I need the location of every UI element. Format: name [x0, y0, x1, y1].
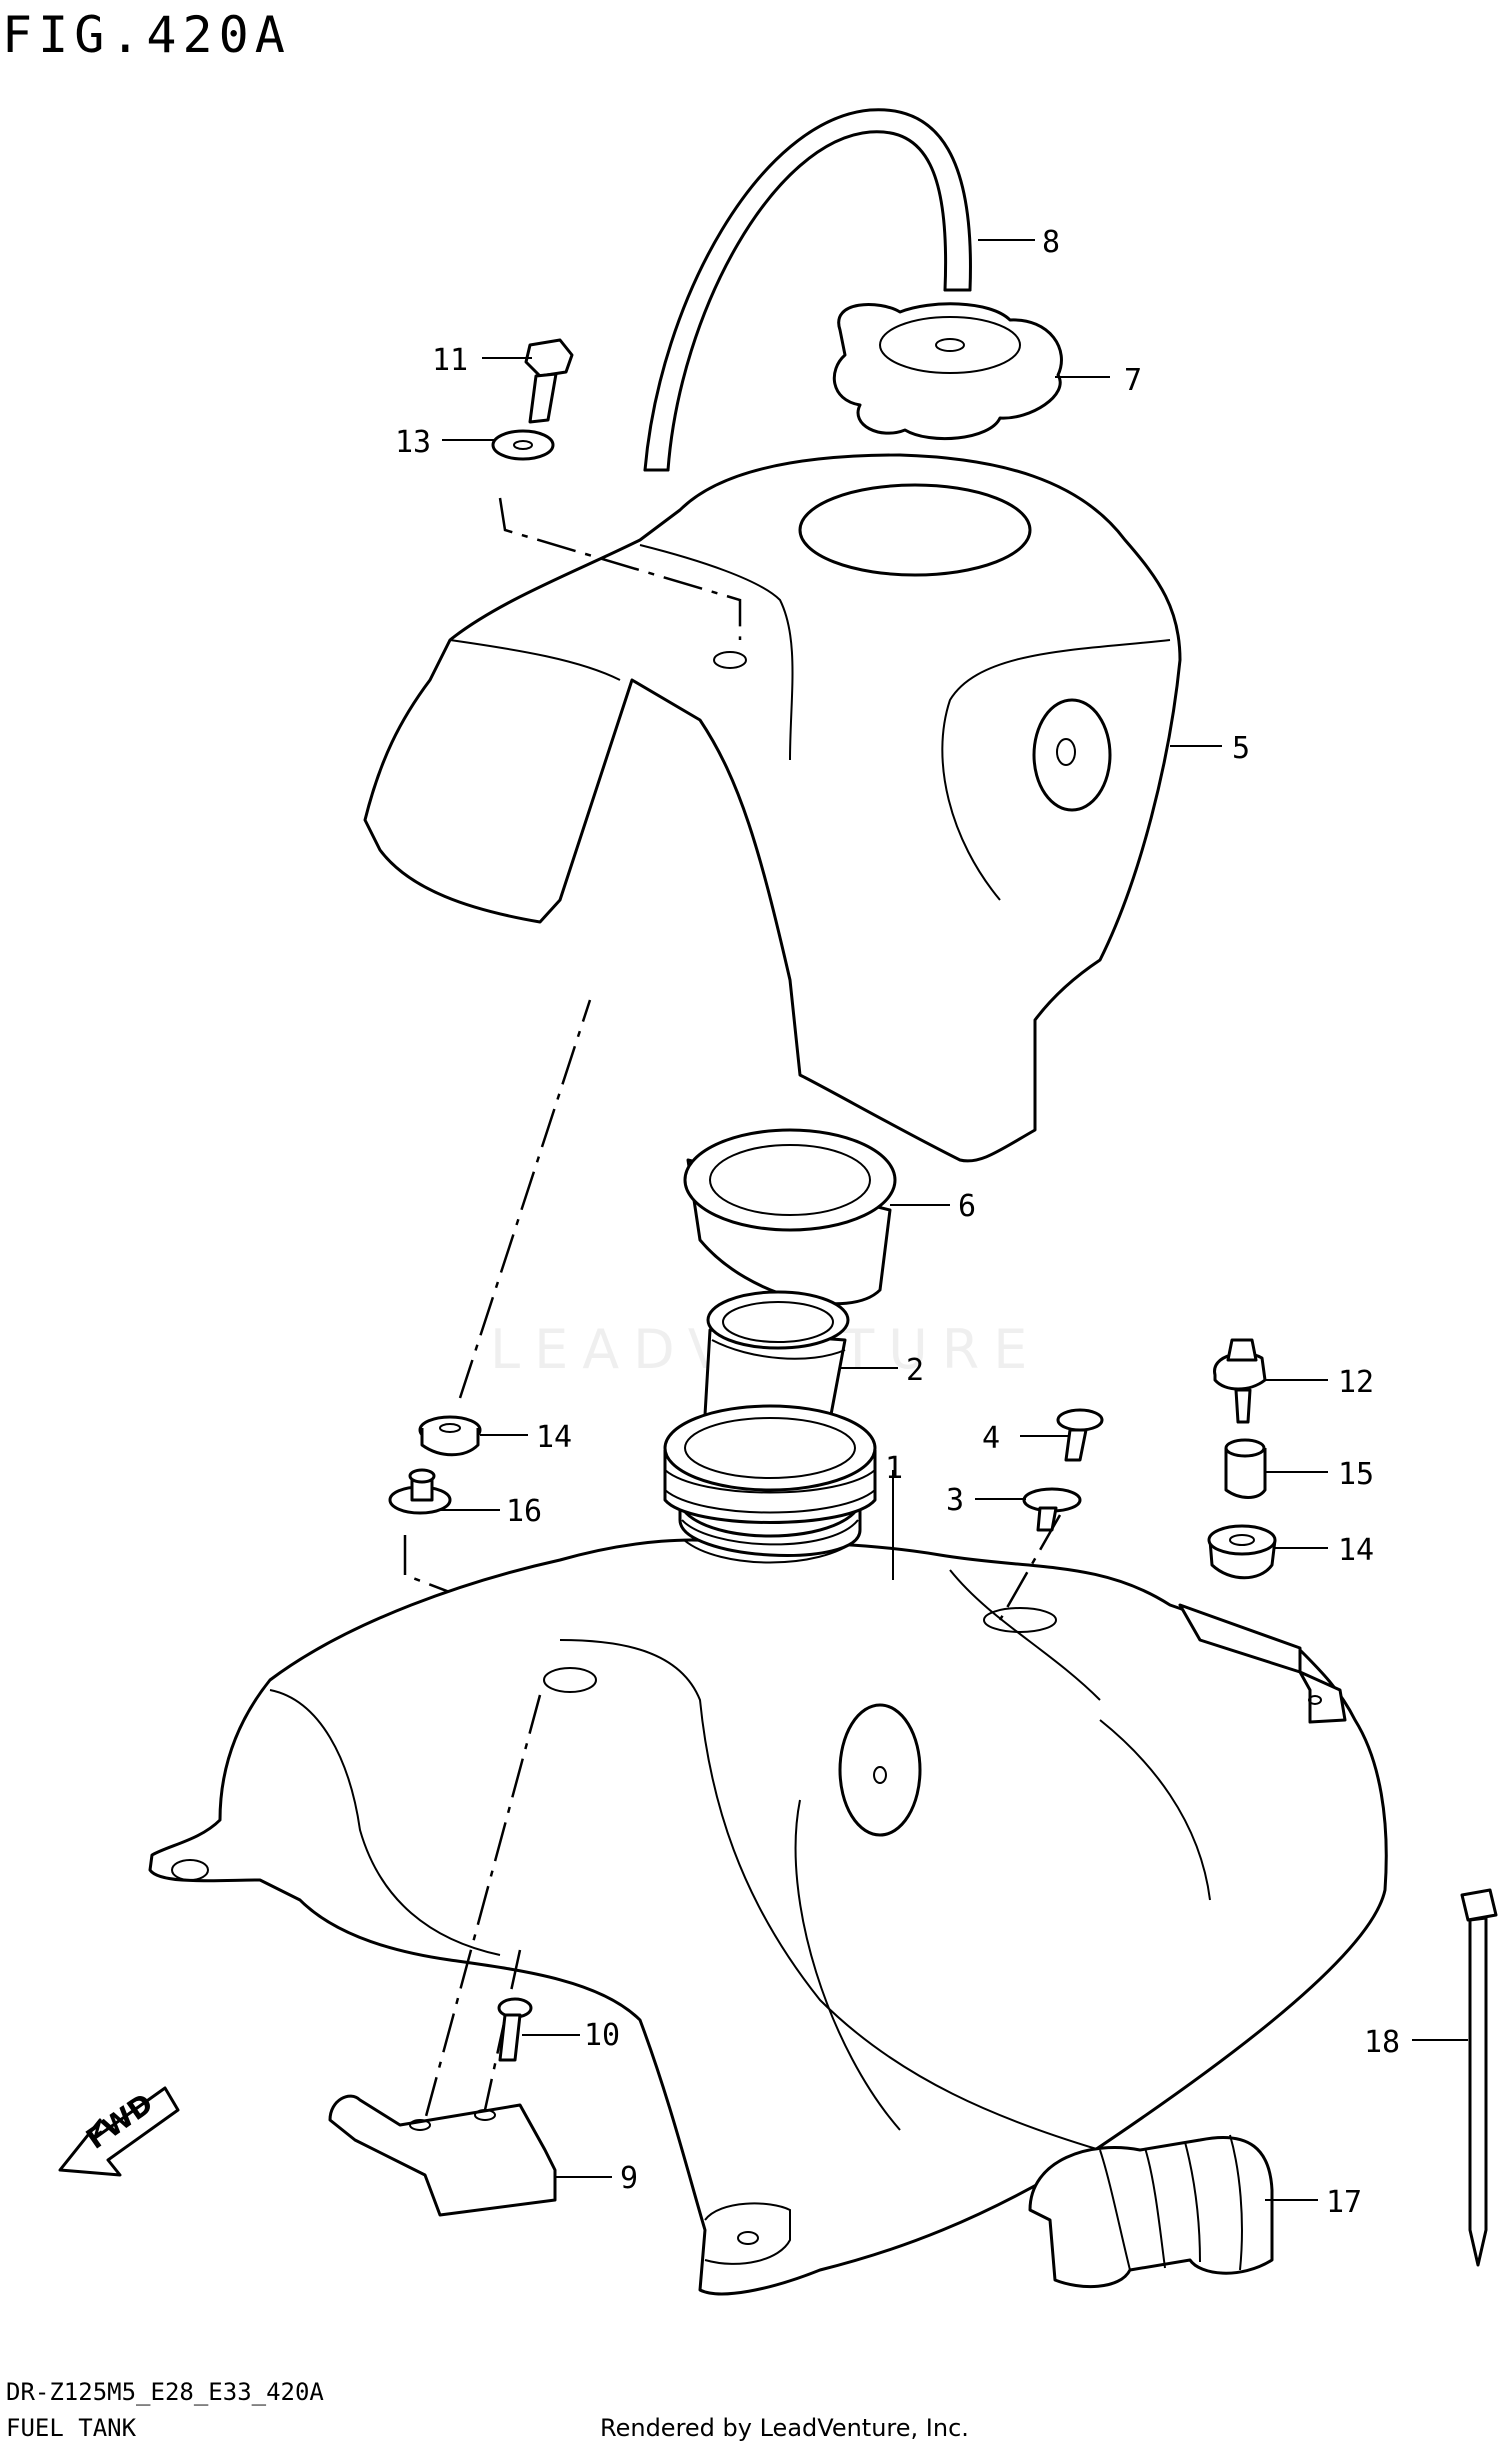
leader-15-dash [403, 1535, 577, 1680]
leader-9-left-dash [423, 1694, 542, 2121]
render-credit: Rendered by LeadVenture, Inc. [600, 2414, 969, 2442]
screw-part [1056, 1408, 1104, 1462]
bracket-part [328, 2094, 557, 2217]
callout-6: 6 [958, 1189, 976, 1224]
callout-5: 5 [1232, 731, 1250, 766]
callout-13: 13 [395, 425, 431, 460]
breather-hose-part [643, 108, 972, 472]
callout-7: 7 [1124, 363, 1142, 398]
callout-1: 1 [885, 1451, 903, 1486]
callout-14-left: 14 [536, 1420, 572, 1455]
callout-18: 18 [1364, 2025, 1400, 2060]
grommet-left-part [418, 1415, 482, 1457]
callout-15: 16 [506, 1494, 542, 1529]
callout-2: 2 [906, 1353, 924, 1388]
bolt-right-part [1213, 1338, 1267, 1424]
callout-16: 15 [1338, 1457, 1374, 1492]
forward-arrow: FWD [58, 2086, 180, 2177]
figure-title: FIG.420A [2, 6, 291, 64]
fuel-tank-part [148, 1404, 1388, 2296]
callout-leaders [440, 239, 1468, 2201]
cable-tie-part [1460, 1888, 1498, 2267]
grommet-right-part [1207, 1524, 1277, 1580]
bottom-screw-part [497, 1997, 533, 2062]
callout-9: 9 [620, 2161, 638, 2196]
callout-4: 4 [982, 1421, 1000, 1456]
callout-11: 11 [432, 343, 468, 378]
heat-guard-part [1028, 2134, 1274, 2289]
callout-12: 12 [1338, 1365, 1374, 1400]
leader-14-dash [458, 999, 592, 1399]
callout-8: 8 [1042, 225, 1060, 260]
callout-10: 10 [584, 2018, 620, 2053]
leader-3-dash [998, 1514, 1062, 1621]
callout-17: 17 [1326, 2185, 1362, 2220]
bolt-part [524, 338, 574, 424]
ring-part [683, 1128, 897, 1306]
tank-cover-part [363, 453, 1182, 1163]
washer-part [491, 429, 555, 461]
bolt-center-part [1022, 1487, 1082, 1532]
spacer-left-part [388, 1468, 452, 1515]
leader-13-dash [498, 497, 742, 640]
callout-labels: 8 7 11 13 5 6 2 1 4 3 12 15 14 14 16 10 … [395, 225, 1400, 2220]
section-name: FUEL TANK [6, 2414, 137, 2442]
fuel-cap-part [832, 302, 1063, 441]
callout-3: 3 [946, 1483, 964, 1518]
collar-part [1224, 1438, 1267, 1499]
callout-14-right: 14 [1338, 1533, 1374, 1568]
model-code: DR-Z125M5_E28_E33_420A [6, 2378, 324, 2406]
